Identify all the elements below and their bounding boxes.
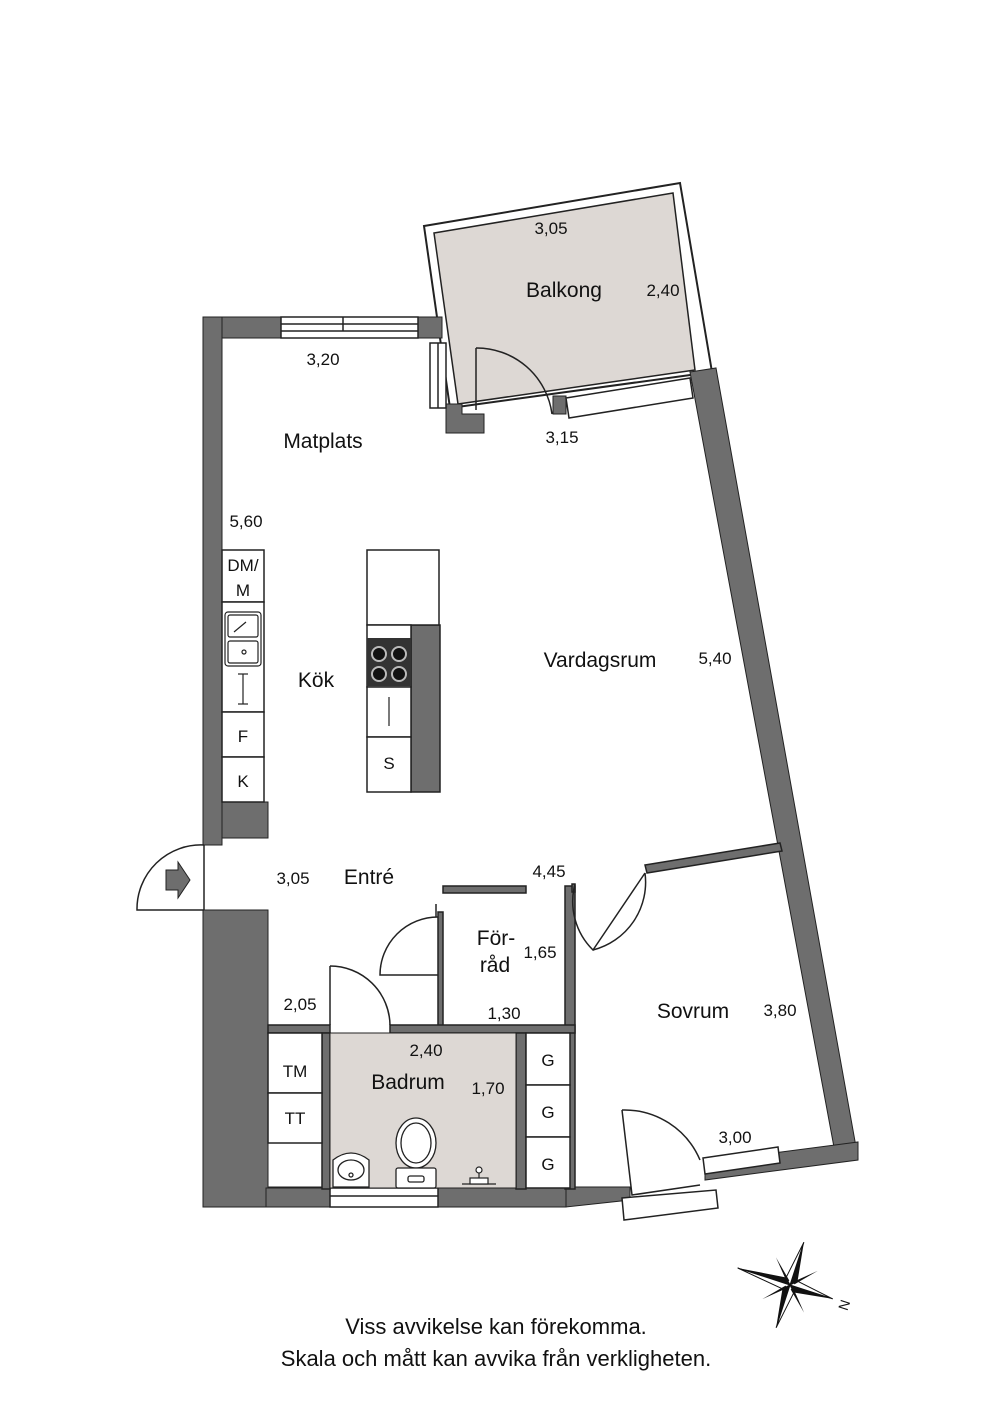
- wall-south-right: [565, 1186, 631, 1208]
- wall-east: [689, 367, 859, 1159]
- bedroom-balcony-door: [621, 1109, 701, 1196]
- cooktop-icon: [367, 638, 411, 686]
- dim-matplats-width: 3,20: [306, 350, 339, 369]
- disclaimer-line-2: Skala och mått kan avvika från verklighe…: [280, 1346, 712, 1371]
- dim-vardagsrum-length: 5,40: [698, 649, 731, 668]
- room-label-entre: Entré: [344, 866, 394, 889]
- label-dishwasher-2: M: [236, 581, 250, 600]
- room-label-sovrum: Sovrum: [657, 1000, 729, 1023]
- window-sovrum: [702, 1146, 781, 1175]
- balcony-door-post: [552, 395, 567, 415]
- entrance-door: [136, 844, 205, 911]
- dim-vardagsrum-width: 4,45: [532, 862, 565, 881]
- bed-door-frame: [621, 1189, 719, 1221]
- kitchen-counter: [221, 549, 265, 803]
- label-island-drawer: S: [383, 754, 394, 773]
- shower-tap-icon: [462, 1166, 496, 1185]
- label-wardrobe-2: G: [541, 1103, 554, 1122]
- label-dishwasher-1: DM/: [227, 556, 258, 575]
- forrad-door: [379, 916, 439, 976]
- label-washer: TM: [283, 1062, 308, 1081]
- room-label-badrum: Badrum: [371, 1071, 445, 1094]
- compass-rose-icon: [737, 1241, 834, 1329]
- disclaimer-line-1: Viss avvikelse kan förekomma.: [345, 1314, 647, 1339]
- doors: [136, 342, 701, 1196]
- balcony-small-door: [429, 342, 447, 409]
- room-label-matplats: Matplats: [283, 430, 362, 453]
- washbasin-icon: [332, 1152, 370, 1188]
- dim-entre-depth: 2,05: [283, 995, 316, 1014]
- label-freezer: K: [237, 772, 249, 791]
- wall-bath-south: [265, 1187, 337, 1208]
- wall-north-right: [417, 316, 443, 339]
- dim-balkong-door-wall: 3,15: [545, 428, 578, 447]
- bathroom-door: [329, 965, 391, 1026]
- room-label-vardagsrum: Vardagsrum: [544, 649, 657, 672]
- kitchen-stub: [221, 801, 269, 839]
- dim-forrad-depth: 1,65: [523, 943, 556, 962]
- wardrobes: [525, 1032, 571, 1189]
- window-balkong-east: [565, 377, 694, 419]
- bedroom-door: [571, 872, 647, 952]
- dim-balkong-width: 3,05: [534, 219, 567, 238]
- label-wardrobe-1: G: [541, 1051, 554, 1070]
- window-matplats: [280, 316, 419, 339]
- dim-sovrum-depth: 3,80: [763, 1001, 796, 1020]
- balcony-door: [475, 347, 553, 415]
- dim-balkong-depth: 2,40: [646, 281, 679, 300]
- toilet-icon: [395, 1117, 437, 1189]
- sink-icon: [224, 611, 262, 705]
- label-wardrobe-3: G: [541, 1155, 554, 1174]
- room-label-forrad-1: För-: [477, 927, 516, 950]
- dim-badrum-width: 2,40: [409, 1041, 442, 1060]
- label-dryer: TT: [285, 1109, 306, 1128]
- windows: [280, 316, 781, 1221]
- dim-kok-length: 5,60: [229, 512, 262, 531]
- dim-sovrum-width: 3,00: [718, 1128, 751, 1147]
- room-label-forrad-2: råd: [480, 954, 510, 977]
- balcony-column: [445, 403, 485, 434]
- dim-entre-width: 3,05: [276, 869, 309, 888]
- entrance-arrow-icon: [165, 860, 191, 900]
- label-fridge: F: [238, 727, 248, 746]
- room-label-kok: Kök: [298, 669, 335, 692]
- wall-west-upper: [202, 316, 223, 846]
- window-bath: [329, 1187, 439, 1208]
- dim-badrum-depth: 1,70: [471, 1079, 504, 1098]
- dim-forrad-width: 1,30: [487, 1004, 520, 1023]
- room-label-balkong: Balkong: [526, 279, 602, 302]
- laundry-units: [267, 1032, 323, 1144]
- compass-north-label: N: [835, 1298, 853, 1313]
- wall-west-lower: [202, 909, 269, 1208]
